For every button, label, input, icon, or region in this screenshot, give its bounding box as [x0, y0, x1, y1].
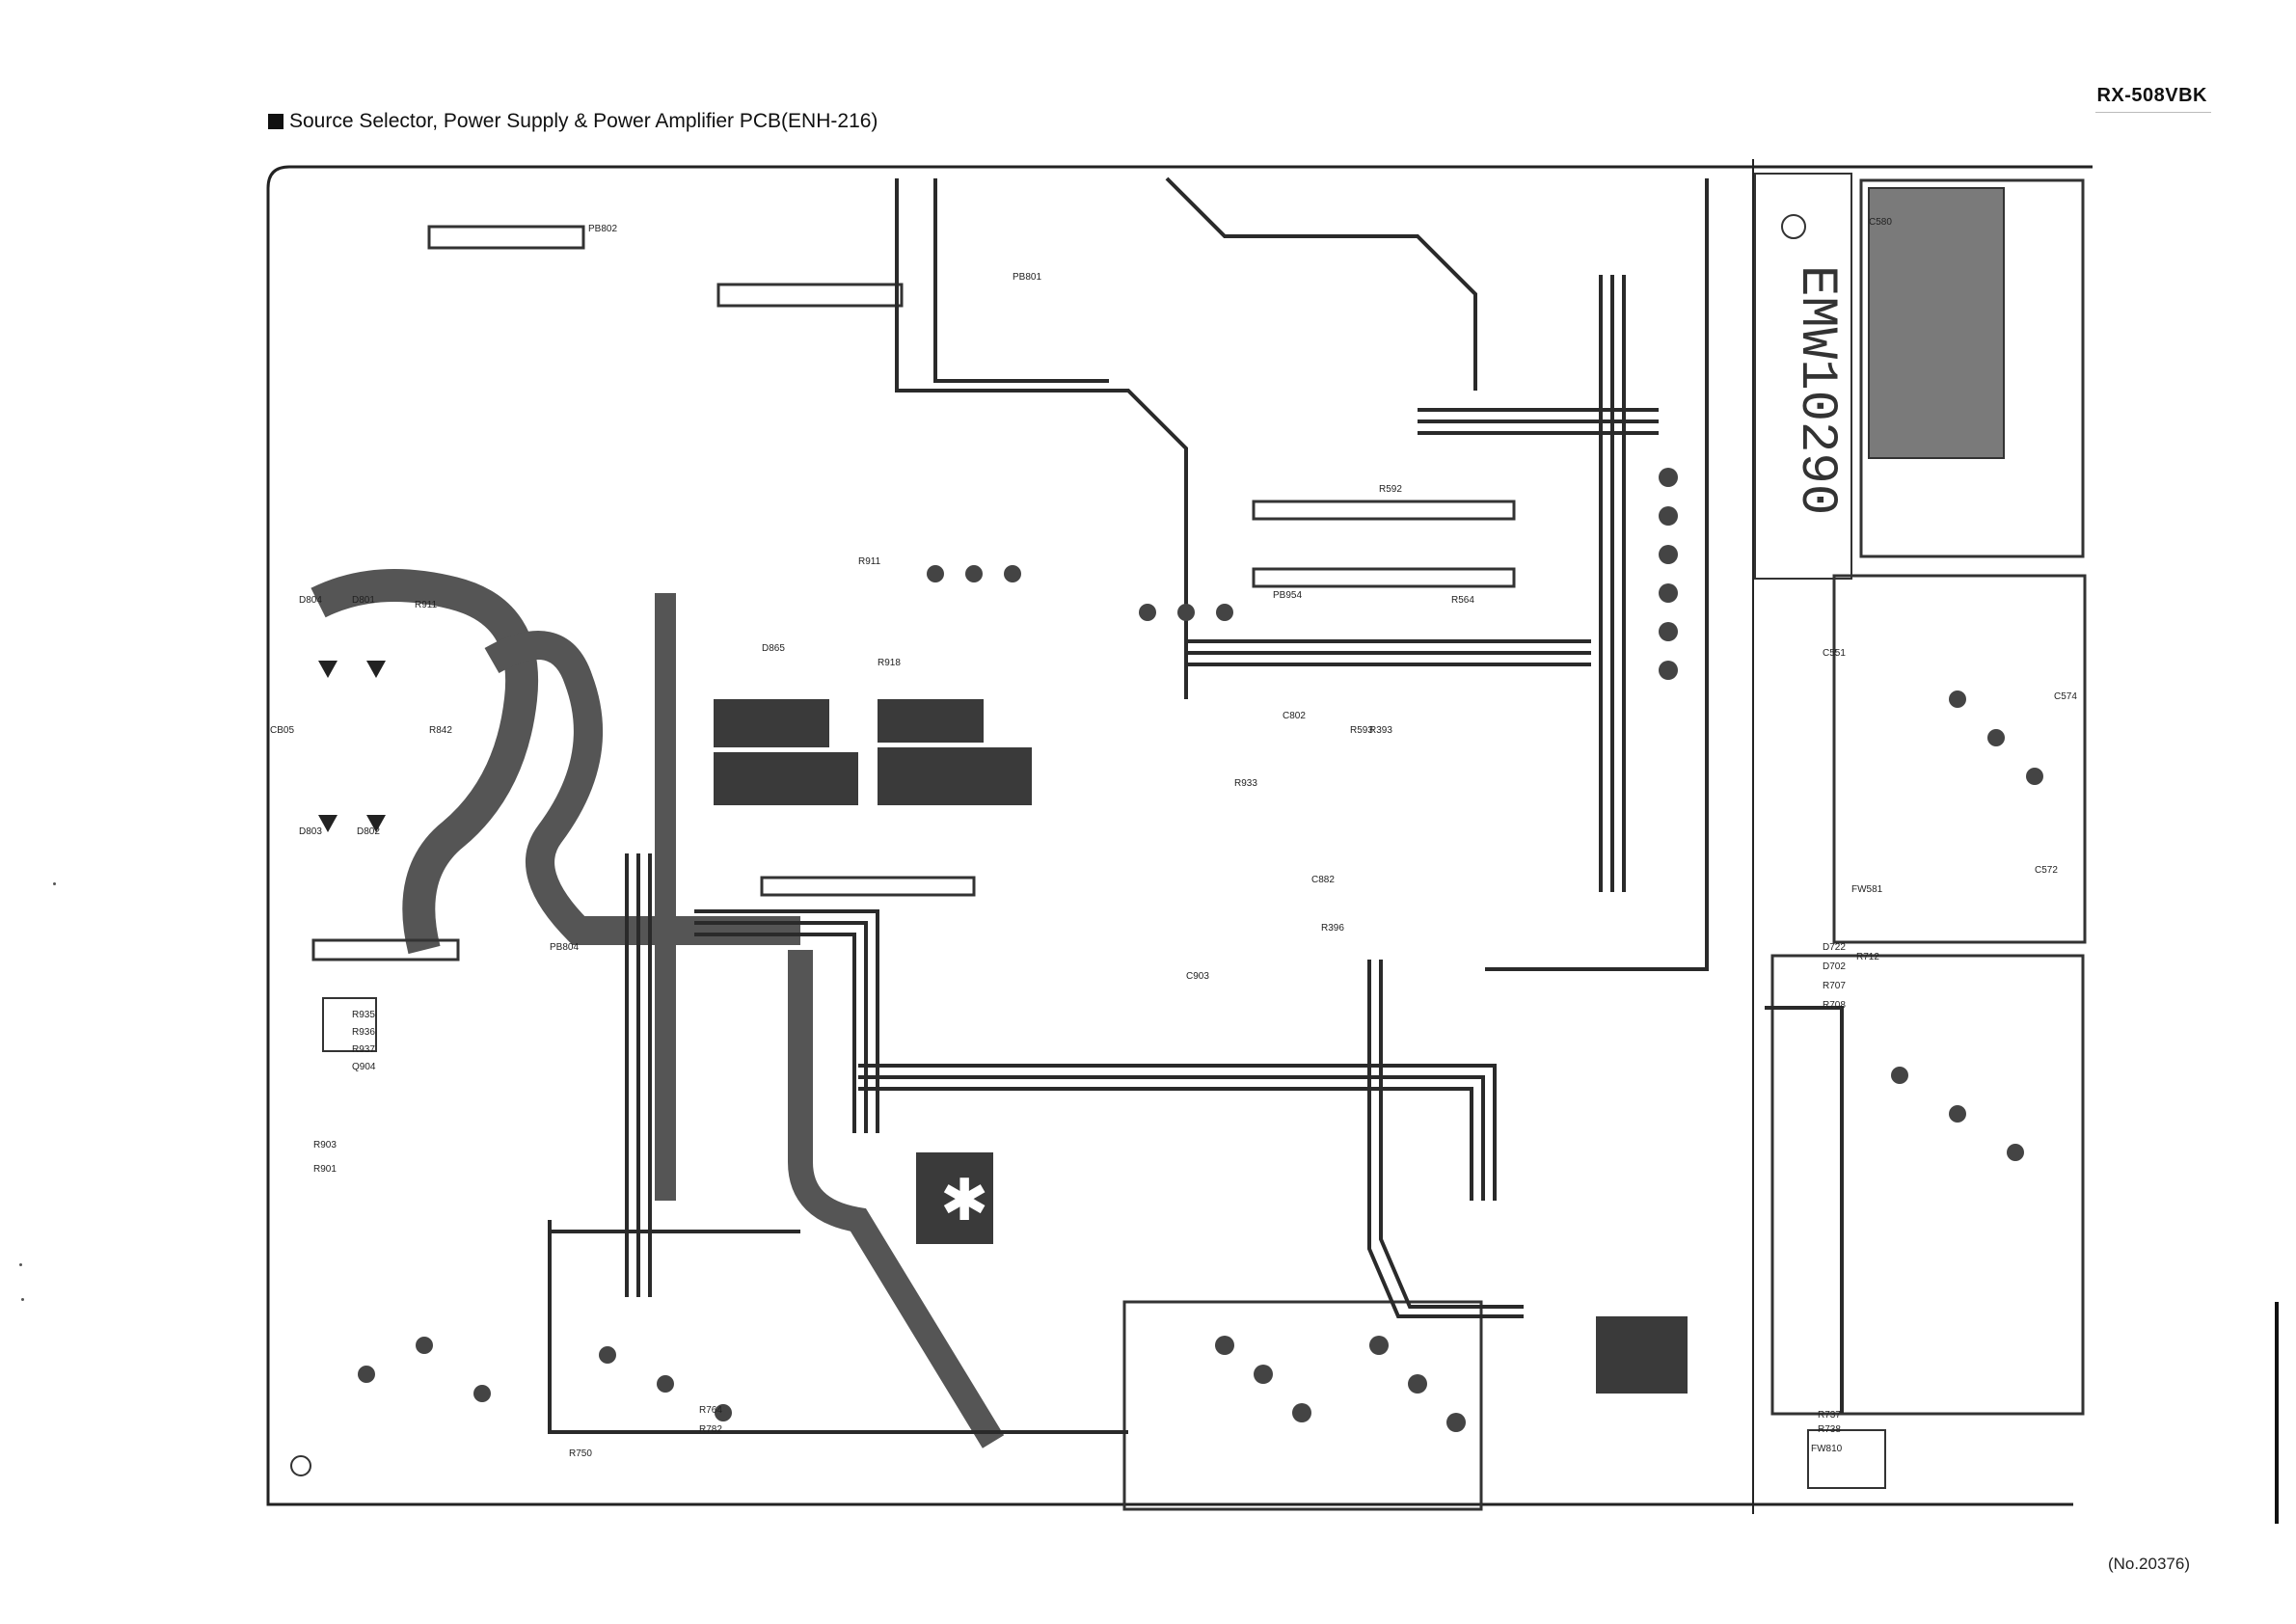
- header-rule: [2095, 112, 2211, 113]
- scan-speck: [21, 1298, 24, 1301]
- component-label: R737: [1818, 1410, 1841, 1421]
- sub-board-low-right: [1770, 954, 2085, 1416]
- component-label: D804: [299, 595, 322, 606]
- component-label: R911: [858, 556, 881, 567]
- sub-board-top-right: [1859, 178, 2085, 558]
- component-label: C574: [2054, 691, 2077, 702]
- component-label: D722: [1823, 942, 1846, 953]
- component-label: R911: [415, 600, 438, 610]
- component-label: C551: [1823, 648, 1846, 659]
- ic-block-6: [1596, 1316, 1688, 1394]
- component-label: R750: [569, 1448, 592, 1459]
- ic-block-4: [878, 747, 1032, 805]
- pcb-artwork: EMW10290 ✱: [266, 159, 2093, 1514]
- component-label: R936: [352, 1027, 375, 1038]
- heatsink-module: [1868, 187, 2005, 459]
- connector-strip-mid2: [1252, 567, 1516, 588]
- component-label: C903: [1186, 971, 1209, 982]
- component-label: R935: [352, 1010, 375, 1020]
- component-label: R738: [1818, 1424, 1841, 1435]
- page-title-text: Source Selector, Power Supply & Power Am…: [289, 110, 878, 132]
- component-label: Q904: [352, 1062, 376, 1072]
- ic-block-1: [714, 699, 829, 747]
- ic-block-3: [878, 699, 984, 743]
- model-number: RX-508VBK: [2096, 85, 2207, 106]
- ic-block-2: [714, 752, 858, 805]
- component-label: R708: [1823, 1000, 1846, 1011]
- ic-block-5: [916, 1152, 993, 1244]
- component-label: PB801: [1013, 272, 1041, 283]
- document-number: (No.20376): [2107, 1555, 2190, 1573]
- component-label: D865: [762, 643, 785, 654]
- component-label: D803: [299, 826, 322, 837]
- sub-board-connector-small: [1807, 1429, 1886, 1489]
- component-label: D802: [357, 826, 380, 837]
- component-label: R933: [1234, 778, 1257, 789]
- component-label: R842: [429, 725, 452, 736]
- scan-speck: [19, 1263, 22, 1266]
- component-label: R592: [1379, 484, 1402, 495]
- connector-square: [322, 997, 377, 1052]
- board-stamp: EMW10290: [1787, 265, 1846, 515]
- component-label: CB05: [270, 725, 294, 736]
- asterisk-marker: ✱: [940, 1168, 988, 1232]
- component-label: R937: [352, 1044, 375, 1055]
- connector-strip-mid: [1252, 500, 1516, 521]
- page-edge-mark: [2275, 1302, 2279, 1524]
- sub-board-mid-right: [1832, 574, 2087, 944]
- component-label: PB804: [550, 942, 579, 953]
- signal-bus-bundle: [548, 176, 1844, 1434]
- component-label: R564: [1451, 595, 1474, 606]
- mounting-hole-top: [1781, 214, 1806, 239]
- diode-bridge: [318, 661, 386, 832]
- component-label: R593: [1350, 725, 1373, 736]
- board-outline: [266, 165, 2093, 1506]
- page-title: Source Selector, Power Supply & Power Am…: [268, 110, 878, 133]
- component-label: PB954: [1273, 590, 1302, 601]
- component-label: R918: [878, 658, 901, 668]
- component-label: D702: [1823, 961, 1846, 972]
- component-label: R764: [699, 1405, 722, 1416]
- component-label: C802: [1283, 711, 1306, 721]
- connector-strip-low: [760, 876, 976, 897]
- component-label: R901: [313, 1164, 337, 1175]
- component-label: R393: [1369, 725, 1392, 736]
- component-label: PB802: [588, 224, 617, 234]
- component-label: R396: [1321, 923, 1344, 934]
- connector-strip-top2: [716, 283, 904, 308]
- mounting-hole-bottom-left: [290, 1455, 311, 1476]
- component-label: R712: [1856, 952, 1879, 962]
- connector-strip-top: [427, 225, 585, 250]
- sub-board-bottom-center: [1122, 1300, 1483, 1511]
- component-label: D801: [352, 595, 375, 606]
- component-label: R903: [313, 1140, 337, 1150]
- bullet-square-icon: [268, 114, 284, 129]
- component-label: FW581: [1851, 884, 1883, 895]
- connector-strip-power: [311, 938, 460, 961]
- pcb-diagram: EMW10290 ✱: [260, 159, 2093, 1514]
- component-label: C572: [2035, 865, 2058, 876]
- power-trace-main: [311, 569, 539, 955]
- component-label: R707: [1823, 981, 1846, 991]
- component-label: FW810: [1811, 1444, 1843, 1454]
- component-label: C580: [1869, 217, 1892, 228]
- solder-pads: [358, 468, 2043, 1432]
- component-label: R782: [699, 1424, 722, 1435]
- component-label: C882: [1311, 875, 1335, 885]
- scan-speck: [53, 882, 56, 885]
